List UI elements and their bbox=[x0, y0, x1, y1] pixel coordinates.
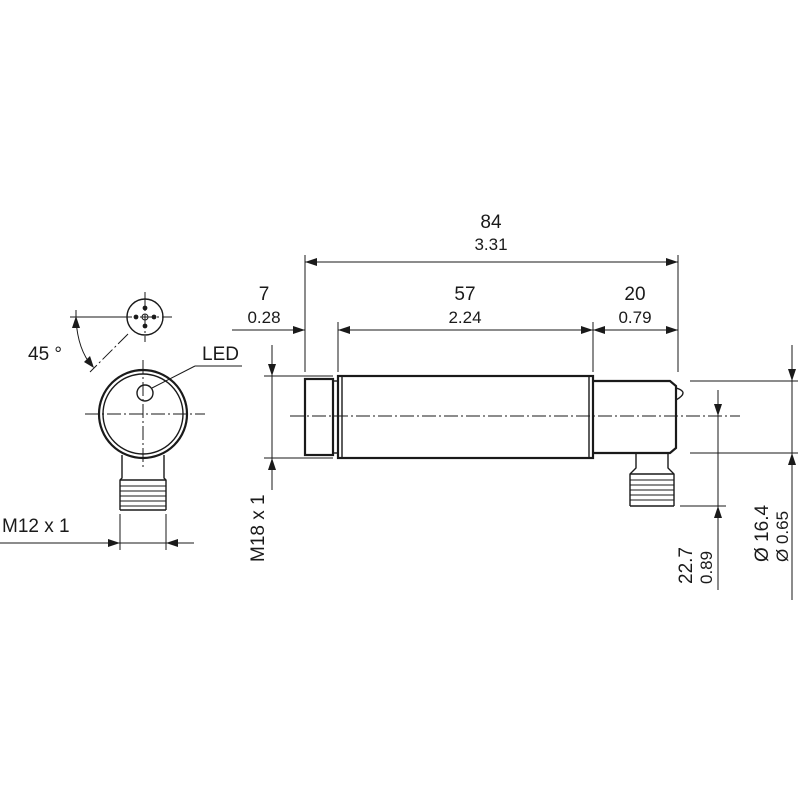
overall-length-mm: 84 bbox=[480, 212, 502, 233]
diameter-mm: Ø 16.4 bbox=[752, 505, 773, 562]
connector-thread-label: M12 x 1 bbox=[2, 516, 70, 537]
front-length-inch: 0.28 bbox=[247, 308, 280, 327]
led-label: LED bbox=[202, 344, 239, 365]
connector-offset-inch: 0.89 bbox=[697, 551, 716, 584]
length-dimensions bbox=[232, 255, 679, 372]
connector-face-view bbox=[70, 292, 172, 373]
front-length-mm: 7 bbox=[259, 284, 270, 305]
angle-label: 45 ° bbox=[28, 344, 62, 365]
body-length-mm: 57 bbox=[454, 284, 475, 305]
rear-length-inch: 0.79 bbox=[618, 308, 651, 327]
diameter-inch: Ø 0.65 bbox=[773, 511, 792, 562]
sensor-end-view bbox=[0, 360, 242, 550]
rear-length-mm: 20 bbox=[624, 284, 645, 305]
thread-dimension bbox=[264, 345, 333, 490]
sensor-side-view bbox=[290, 374, 740, 507]
diameter-dimension bbox=[690, 345, 798, 600]
main-thread-label: M18 x 1 bbox=[248, 494, 269, 562]
body-length-inch: 2.24 bbox=[448, 308, 481, 327]
overall-length-inch: 3.31 bbox=[474, 235, 507, 254]
connector-offset-dimension bbox=[680, 390, 726, 590]
connector-offset-mm: 22.7 bbox=[676, 547, 697, 584]
